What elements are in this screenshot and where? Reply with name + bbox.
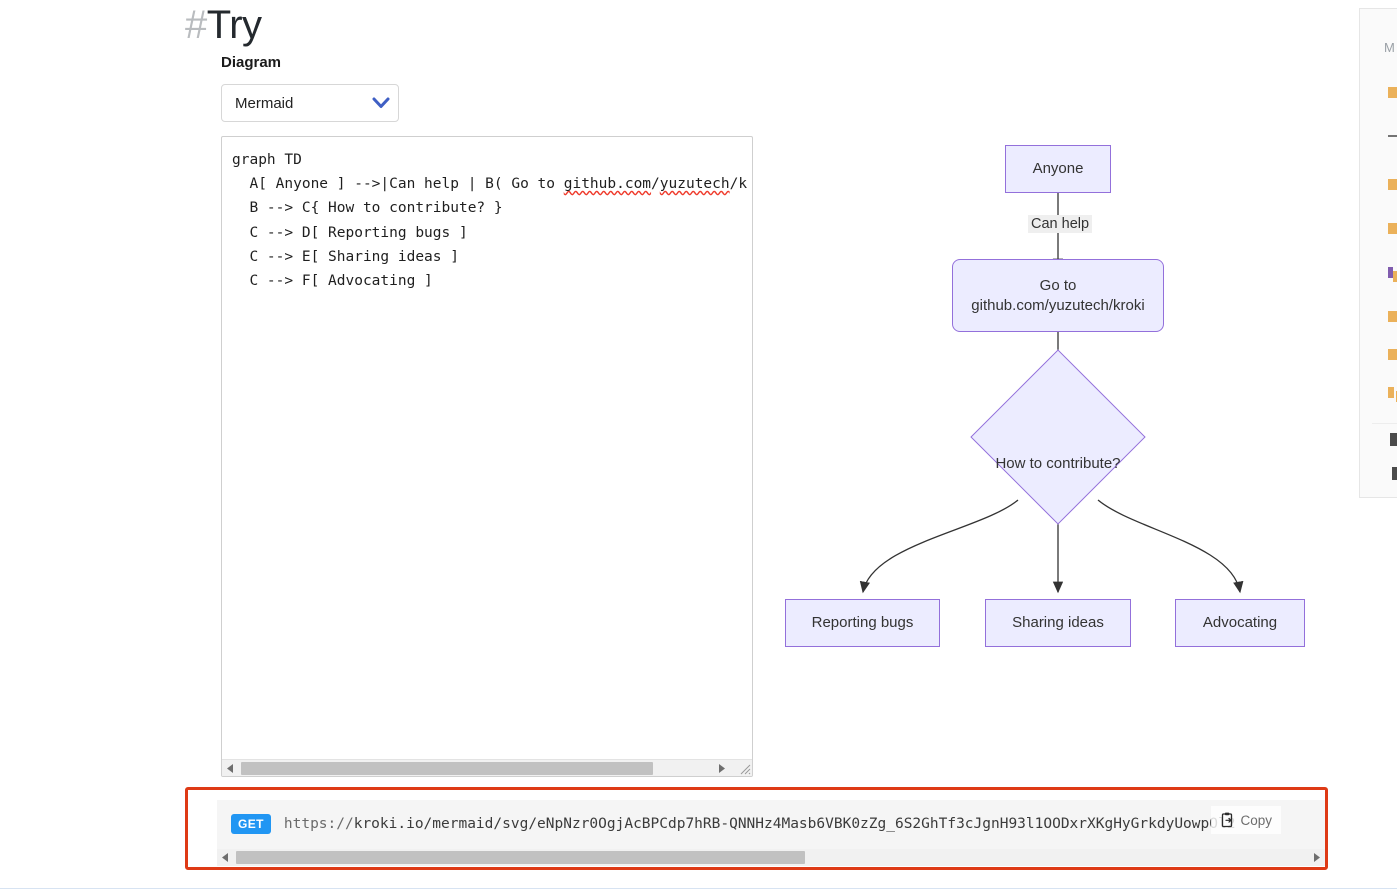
diagram-node-advocating: Advocating bbox=[1175, 599, 1305, 647]
request-url-panel: GET https://kroki.io/mermaid/svg/eNpNzr0… bbox=[185, 787, 1328, 870]
clipboard-copy-icon bbox=[1220, 812, 1235, 828]
drawer-code-fragment bbox=[1393, 271, 1397, 282]
editor-horizontal-scrollbar[interactable] bbox=[222, 759, 752, 776]
diagram-node-label-line2: github.com/yuzutech/kroki bbox=[971, 296, 1145, 314]
drawer-code-fragment bbox=[1388, 387, 1394, 398]
editor-scroll-thumb[interactable] bbox=[241, 761, 654, 775]
edge-c-f bbox=[1097, 499, 1244, 594]
editor-line: C --> D[ Reporting bugs ] bbox=[232, 224, 468, 241]
diagram-source-editor[interactable]: graph TD A[ Anyone ] -->|Can help | B( G… bbox=[221, 136, 753, 777]
url-scheme: https:// bbox=[283, 815, 354, 832]
editor-line: C --> E[ Sharing ideas ] bbox=[232, 248, 459, 265]
editor-scroll-track[interactable] bbox=[239, 759, 713, 776]
misspelled-word: github.com bbox=[563, 176, 652, 193]
diagram-node-label: Sharing ideas bbox=[1012, 614, 1104, 632]
drawer-code-fragment bbox=[1392, 467, 1397, 480]
drawer-code-fragment bbox=[1388, 135, 1397, 137]
editor-line-2-prefix: A[ Anyone ] -->|Can help | B( Go to bbox=[232, 176, 564, 193]
copy-url-button-label: Copy bbox=[1240, 812, 1272, 828]
page-bottom-rule bbox=[0, 888, 1397, 889]
page-title-text: Try bbox=[206, 2, 262, 47]
copy-url-button[interactable]: Copy bbox=[1211, 806, 1281, 834]
http-method-badge: GET bbox=[231, 813, 271, 834]
drawer-code-fragment bbox=[1388, 179, 1397, 190]
triangle-right-icon[interactable] bbox=[1308, 849, 1325, 866]
diagram-type-select[interactable]: Mermaid bbox=[221, 84, 399, 122]
editor-line: B --> C{ How to contribute? } bbox=[232, 200, 503, 217]
editor-content[interactable]: graph TD A[ Anyone ] -->|Can help | B( G… bbox=[232, 152, 748, 290]
diagram-field-label: Diagram bbox=[221, 54, 282, 71]
diagram-node-sharing-ideas: Sharing ideas bbox=[985, 599, 1131, 647]
diagram-node-reporting-bugs: Reporting bugs bbox=[785, 599, 940, 647]
drawer-code-fragment bbox=[1388, 267, 1393, 278]
diagram-node-label-line1: Go to bbox=[1039, 277, 1077, 294]
diagram-node-label: Reporting bugs bbox=[811, 614, 914, 632]
diagram-preview: Anyone Can help Go to github.com/yuzutec… bbox=[760, 120, 1360, 680]
drawer-code-fragment bbox=[1388, 349, 1397, 360]
url-rest: kroki.io/mermaid/svg/eNpNzr0OgjAcBPCdp7h… bbox=[353, 815, 1236, 832]
chevron-down-icon bbox=[364, 97, 398, 109]
diagram-type-select-value: Mermaid bbox=[235, 94, 294, 112]
diagram-node-label-text: How to contribute? bbox=[995, 454, 1121, 472]
diagram-node-anyone: Anyone bbox=[1005, 145, 1111, 193]
request-url-inner: GET https://kroki.io/mermaid/svg/eNpNzr0… bbox=[217, 800, 1325, 866]
page-title: #Try bbox=[185, 3, 262, 48]
triangle-left-icon[interactable] bbox=[222, 759, 239, 776]
triangle-right-icon[interactable] bbox=[713, 759, 730, 776]
diagram-node-label: Anyone bbox=[1032, 160, 1084, 178]
misspelled-word: yuzutech bbox=[659, 176, 730, 193]
diagram-node-label: How to contribute? bbox=[972, 450, 1144, 476]
right-side-panel-title: M bbox=[1384, 40, 1395, 55]
drawer-code-fragment bbox=[1388, 223, 1397, 234]
editor-line: C --> F[ Advocating ] bbox=[232, 273, 433, 290]
drawer-code-fragment bbox=[1388, 311, 1397, 322]
request-scroll-thumb[interactable] bbox=[236, 851, 806, 864]
edge-label-text: Can help bbox=[1031, 216, 1090, 232]
request-url-horizontal-scrollbar[interactable] bbox=[217, 849, 1325, 866]
drawer-code-fragment bbox=[1390, 433, 1397, 446]
right-side-panel[interactable]: M bbox=[1359, 8, 1397, 498]
resize-grip-icon[interactable] bbox=[736, 760, 751, 775]
triangle-left-icon[interactable] bbox=[217, 849, 234, 866]
edge-c-d bbox=[859, 499, 1019, 594]
request-url-row: GET https://kroki.io/mermaid/svg/eNpNzr0… bbox=[217, 800, 1325, 847]
request-scroll-track[interactable] bbox=[234, 849, 1308, 866]
diagram-node-goto-kroki: Go to github.com/yuzutech/kroki bbox=[952, 259, 1164, 332]
diagram-node-how-to-contribute bbox=[970, 349, 1146, 525]
drawer-divider bbox=[1372, 423, 1397, 424]
heading-anchor-icon[interactable]: # bbox=[185, 2, 207, 47]
editor-line: graph TD bbox=[232, 152, 302, 168]
diagram-node-label: Advocating bbox=[1202, 614, 1278, 632]
drawer-code-fragment bbox=[1388, 87, 1397, 98]
request-url-text[interactable]: https://kroki.io/mermaid/svg/eNpNzr0OgjA… bbox=[284, 816, 1236, 832]
edge-label-can-help: Can help bbox=[1028, 215, 1093, 233]
